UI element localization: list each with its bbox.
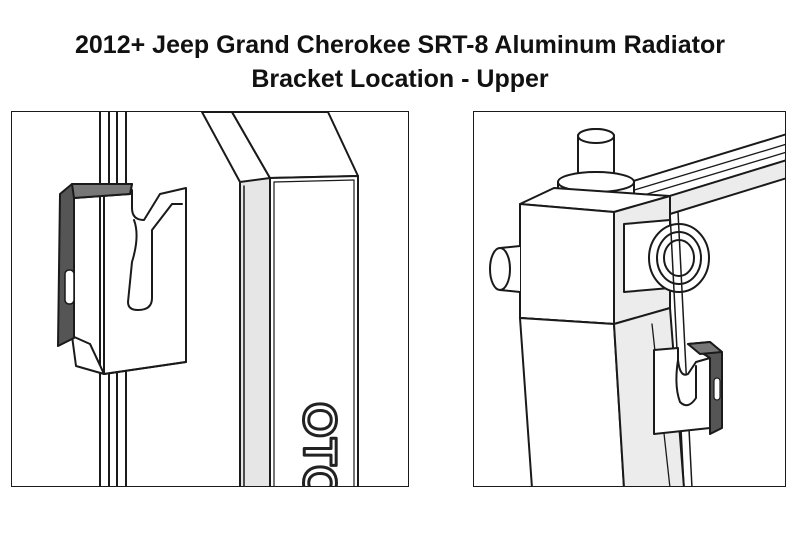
title-line-2: Bracket Location - Upper xyxy=(251,65,549,93)
side-tank xyxy=(201,112,359,486)
tank-stamp: OTO xyxy=(293,401,348,487)
clip-slot xyxy=(64,269,75,305)
inlet-neck xyxy=(623,219,710,293)
title-line-1: 2012+ Jeep Grand Cherokee SRT-8 Aluminum… xyxy=(75,31,725,59)
left-figure-drawing: OTO xyxy=(57,112,359,487)
small-clip-slot xyxy=(713,377,721,401)
right-figure-drawing xyxy=(489,128,785,486)
page-title: 2012+ Jeep Grand Cherokee SRT-8 Aluminum… xyxy=(0,28,800,96)
left-figure-panel: OTO xyxy=(11,111,409,487)
right-figure-panel xyxy=(473,111,786,487)
bracket-plate xyxy=(71,187,187,375)
bracket-small xyxy=(653,341,723,435)
side-stub xyxy=(489,245,521,293)
tank-stamp-text: OTO xyxy=(294,402,346,487)
bracket-clip xyxy=(57,183,133,347)
